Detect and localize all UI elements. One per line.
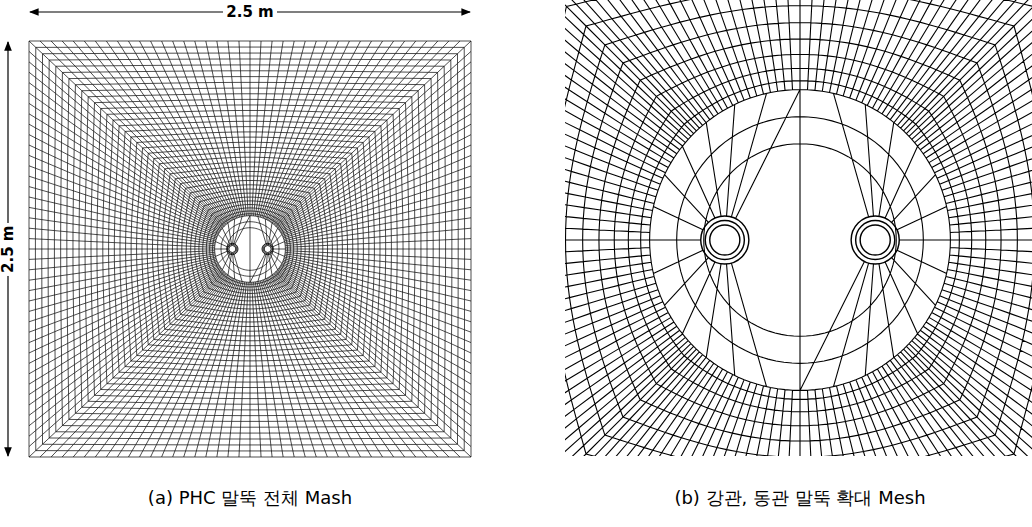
pile-hole — [856, 220, 895, 259]
pile-hole — [710, 225, 740, 255]
pile-hole — [264, 245, 271, 252]
caption: (b) 강관, 동관 말뚝 확대 Mesh — [674, 488, 925, 508]
zoom-mesh — [565, 0, 1032, 456]
full-mesh — [29, 41, 471, 457]
pile-hole — [228, 244, 237, 253]
pile-hole — [860, 225, 890, 255]
pile-hole — [262, 243, 273, 254]
dimension-label: 2.5 m — [223, 4, 276, 21]
pile-hole — [229, 245, 236, 252]
pile-hole — [701, 216, 749, 264]
pile-hole — [851, 216, 899, 264]
dimension-label: 2.5 m — [1, 222, 18, 275]
caption: (a) PHC 말뚝 전체 Mash — [148, 488, 352, 508]
pile-hole — [705, 220, 744, 259]
mesh-lines — [29, 41, 471, 457]
mesh-lines — [565, 0, 1032, 456]
pile-hole — [227, 243, 238, 254]
pile-hole — [263, 244, 272, 253]
